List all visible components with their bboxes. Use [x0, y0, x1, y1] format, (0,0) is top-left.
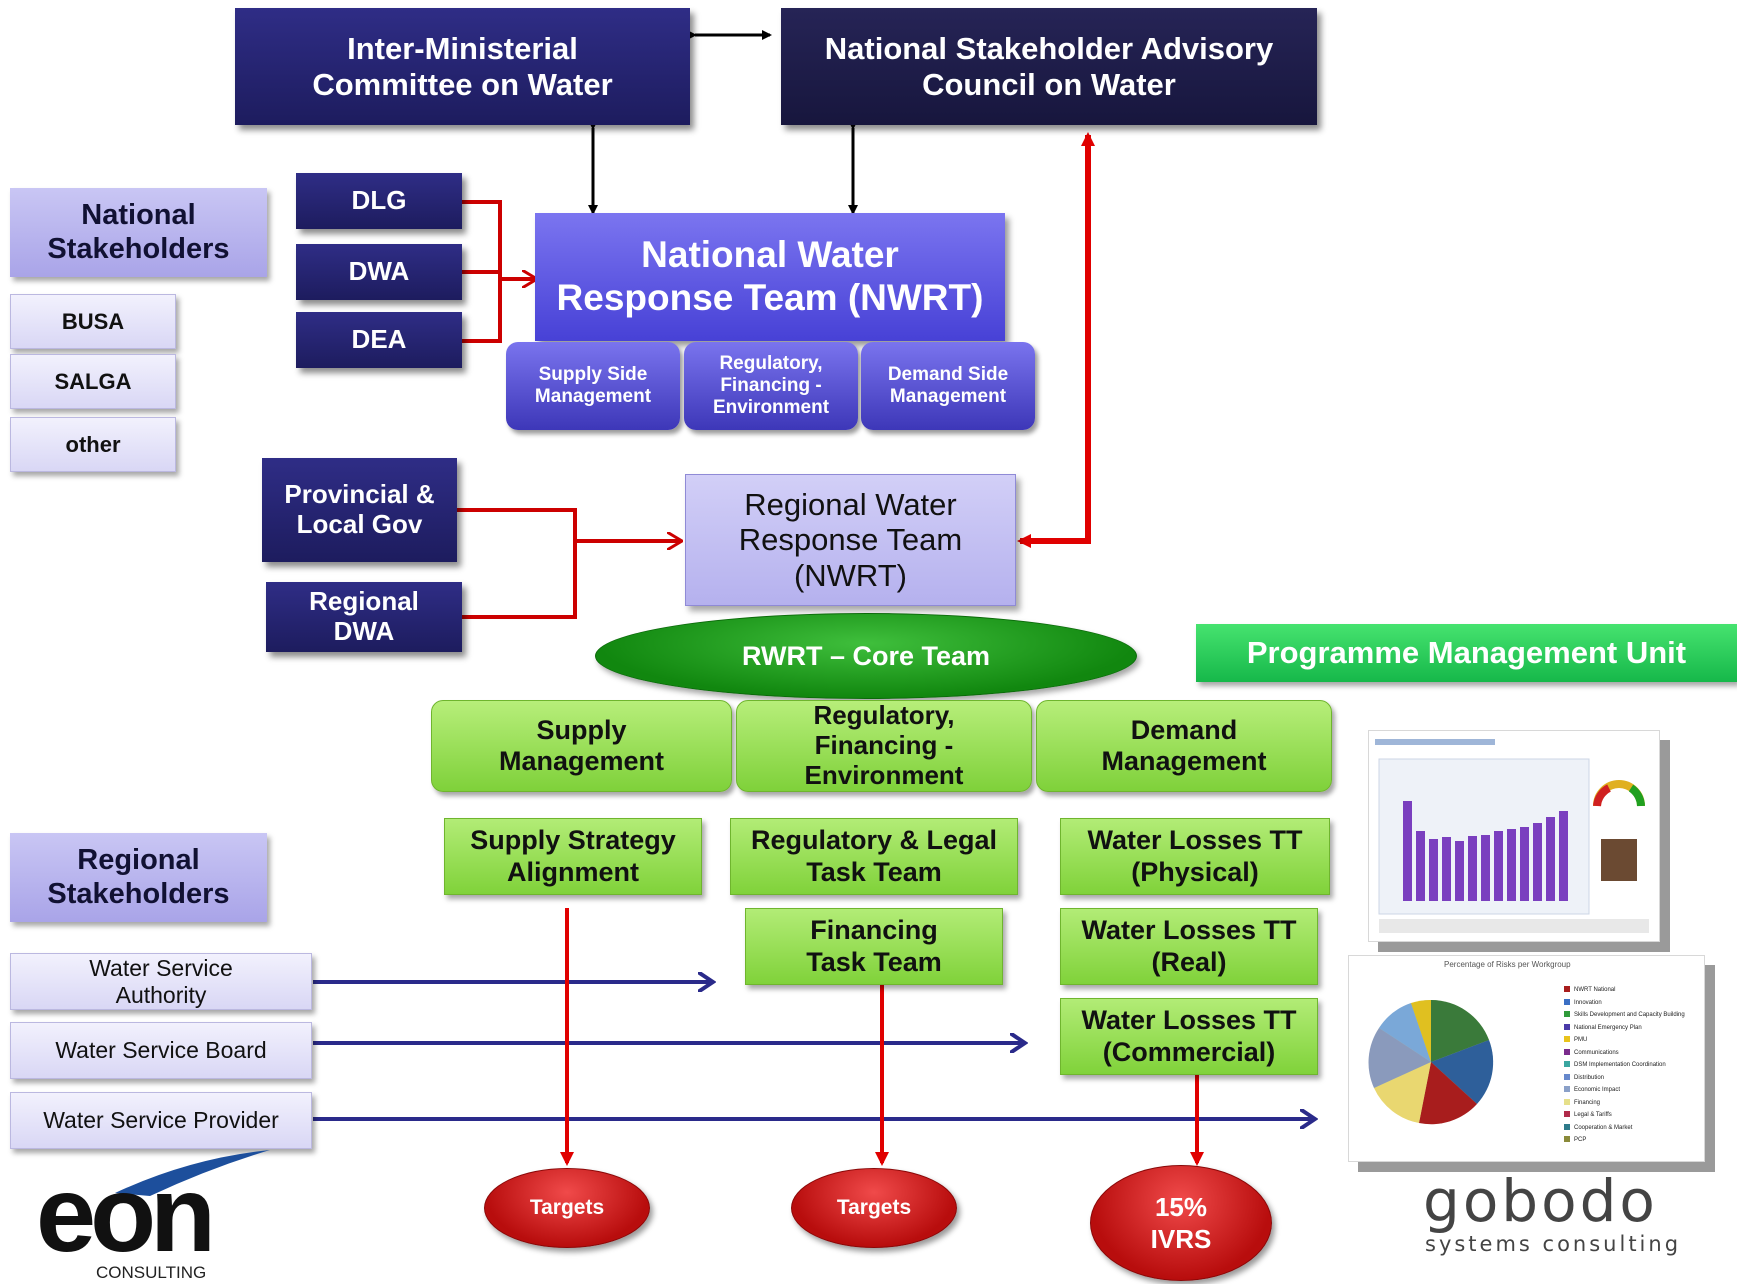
pie-legend-label: DSM Implementation Coordination	[1574, 1062, 1666, 1068]
programme-management-unit-box: Programme Management Unit	[1196, 624, 1737, 682]
workstream-regulatory: Regulatory, Financing - Environment	[736, 700, 1032, 792]
workstream-supply: Supply Management	[431, 700, 732, 792]
eon-logo: eon	[36, 1153, 216, 1274]
regional-water-response-team-box: Regional Water Response Team (NWRT)	[685, 474, 1016, 606]
pie-legend-item: PCP	[1564, 1134, 1704, 1147]
provincial-local-gov-box: Provincial & Local Gov	[262, 458, 457, 562]
pie-legend-item: Communications	[1564, 1047, 1704, 1060]
pie-legend-swatch	[1564, 1111, 1570, 1118]
eon-logo-subtitle: CONSULTING	[96, 1263, 207, 1282]
bracket-departments	[462, 200, 502, 343]
pie-legend-label: Distribution	[1574, 1074, 1605, 1081]
department-dlg: DLG	[296, 173, 462, 229]
eon-swoosh-graphic	[115, 1150, 270, 1196]
pie-legend-label: National Emergency Plan	[1574, 1024, 1642, 1031]
pie-legend-swatch	[1564, 1023, 1570, 1030]
pie-legend-label: Communications	[1574, 1049, 1619, 1056]
pie-legend-swatch	[1564, 1048, 1570, 1055]
pie-legend-swatch	[1564, 1136, 1570, 1143]
pie-legend-swatch	[1564, 1061, 1570, 1068]
pie-legend-item: Financing	[1564, 1097, 1704, 1110]
pie-legend-swatch	[1564, 1036, 1570, 1043]
pie-legend-label: Economic Impact	[1574, 1087, 1621, 1093]
pie-legend-item: Economic Impact	[1564, 1084, 1704, 1097]
pie-legend-item: DSM Implementation Coordination	[1564, 1059, 1704, 1072]
pie-legend-item: National Emergency Plan	[1564, 1022, 1704, 1035]
dashboard-thumbnail	[1368, 730, 1660, 942]
task-water-losses-physical: Water Losses TT (Physical)	[1060, 818, 1330, 895]
dashboard-thumbnail-graphic	[1375, 739, 1649, 933]
pie-legend-swatch	[1564, 1073, 1570, 1080]
pie-legend-item: PMU	[1564, 1034, 1704, 1047]
pie-legend-label: Financing	[1574, 1099, 1601, 1106]
outcome-ivrs: 15% IVRS	[1090, 1165, 1272, 1281]
gobodo-logo: gobodo	[1423, 1167, 1658, 1235]
pie-legend-label: PCP	[1574, 1137, 1587, 1143]
pie-legend-item: Skills Development and Capacity Building	[1564, 1009, 1704, 1022]
pie-legend-swatch	[1564, 1098, 1570, 1105]
risk-pie-thumbnail: Percentage of Risks per Workgroup NWRT N…	[1348, 955, 1705, 1162]
pie-legend-swatch	[1564, 986, 1570, 993]
pie-legend-swatch	[1564, 1011, 1570, 1018]
stakeholder-salga: SALGA	[10, 354, 176, 409]
task-financing: Financing Task Team	[745, 908, 1003, 985]
department-dea: DEA	[296, 312, 462, 368]
pie-legend-label: Innovation	[1574, 999, 1602, 1006]
pie-legend-item: Innovation	[1564, 997, 1704, 1010]
arrow-rwrt-nsac	[1020, 132, 1095, 544]
task-water-losses-real: Water Losses TT (Real)	[1060, 908, 1318, 985]
pie-legend-swatch	[1564, 1086, 1570, 1093]
department-dwa: DWA	[296, 244, 462, 300]
pie-title: Percentage of Risks per Workgroup	[1444, 960, 1571, 969]
outcome-targets-supply: Targets	[484, 1168, 650, 1248]
pie-legend-label: Skills Development and Capacity Building	[1574, 1012, 1685, 1018]
nwrt-sub-demand: Demand Side Management	[861, 342, 1035, 430]
stakeholder-advisory-council-box: National Stakeholder Advisory Council on…	[781, 8, 1317, 125]
pie-legend-label: Legal & Tariffs	[1574, 1112, 1612, 1118]
nwrt-sub-supply: Supply Side Management	[506, 342, 680, 430]
national-water-response-team-box: National Water Response Team (NWRT)	[535, 213, 1005, 341]
pie-graphic	[1368, 999, 1494, 1125]
inter-ministerial-committee-box: Inter-Ministerial Committee on Water	[235, 8, 690, 125]
stakeholder-water-service-authority: Water Service Authority	[10, 953, 312, 1010]
regional-stakeholders-box: Regional Stakeholders	[10, 833, 267, 922]
pie-legend-label: Cooperation & Market	[1574, 1124, 1633, 1131]
pie-legend-item: NWRT National	[1564, 984, 1704, 997]
pie-legend-item: Distribution	[1564, 1072, 1704, 1085]
national-stakeholders-box: National Stakeholders	[10, 188, 267, 277]
task-regulatory-legal: Regulatory & Legal Task Team	[730, 818, 1018, 895]
regional-dwa-box: Regional DWA	[266, 582, 462, 652]
bracket-provincial	[457, 508, 680, 619]
outcome-targets-financing: Targets	[791, 1168, 957, 1248]
workstream-demand: Demand Management	[1036, 700, 1332, 792]
pie-legend-label: PMU	[1574, 1037, 1588, 1043]
gobodo-logo-subtitle: systems consulting	[1425, 1232, 1682, 1256]
pie-legend-item: Legal & Tariffs	[1564, 1109, 1704, 1122]
stakeholder-water-service-board: Water Service Board	[10, 1022, 312, 1079]
stakeholder-busa: BUSA	[10, 294, 176, 349]
pie-legend-label: NWRT National	[1574, 987, 1616, 993]
rwrt-core-team-ellipse: RWRT – Core Team	[595, 613, 1137, 699]
task-water-losses-commercial: Water Losses TT (Commercial)	[1060, 998, 1318, 1075]
nwrt-sub-regulatory: Regulatory, Financing - Environment	[684, 342, 858, 430]
pie-legend-swatch	[1564, 1123, 1570, 1130]
pie-legend-swatch	[1564, 998, 1570, 1005]
task-supply-strategy: Supply Strategy Alignment	[444, 818, 702, 895]
stakeholder-other: other	[10, 417, 176, 472]
pie-legend-item: Cooperation & Market	[1564, 1122, 1704, 1135]
stakeholder-water-service-provider: Water Service Provider	[10, 1092, 312, 1149]
